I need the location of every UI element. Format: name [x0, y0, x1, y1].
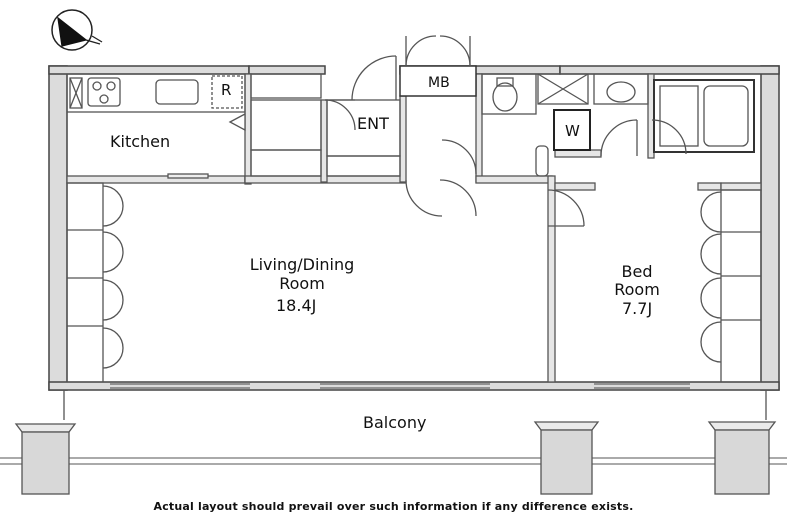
washer-label: W	[565, 122, 580, 140]
balcony-windows	[110, 383, 690, 389]
living-room-name-2: Room	[279, 274, 325, 293]
bedroom-size: 7.7J	[622, 299, 653, 318]
bedroom-name-2: Room	[614, 280, 660, 299]
outer-walls	[48, 65, 780, 391]
entrance-label: ENT	[357, 114, 389, 133]
north-arrow-icon	[51, 9, 103, 51]
disclaimer-text: Actual layout should prevail over such i…	[153, 500, 634, 513]
balcony-label: Balcony	[363, 413, 427, 432]
living-room-size: 18.4J	[276, 296, 317, 315]
kitchen-label: Kitchen	[110, 132, 171, 151]
living-closets	[66, 182, 124, 383]
bedroom-name: Bed	[621, 262, 653, 281]
balcony-structure	[0, 390, 787, 495]
meter-box-label: MB	[428, 75, 450, 91]
refrigerator-label: R	[221, 81, 232, 99]
living-room-name: Living/Dining	[249, 255, 355, 274]
bedroom-closets	[700, 189, 762, 383]
